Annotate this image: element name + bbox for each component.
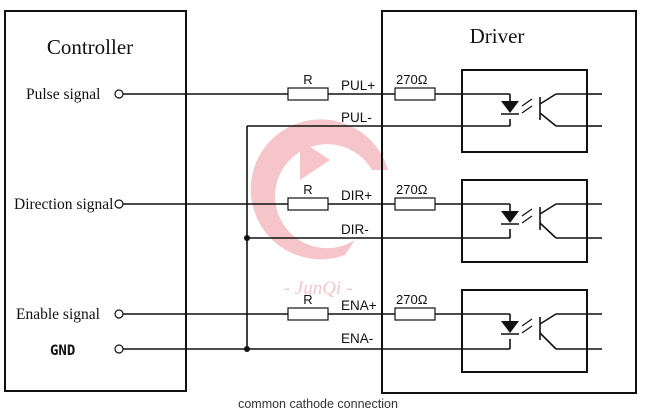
resistor-r-pul (287, 87, 329, 101)
pulse-signal-label: Pulse signal (26, 86, 101, 103)
internal-resistor-ena (394, 307, 436, 321)
internal-resistor-pul-label: 270Ω (396, 72, 428, 87)
diagram-caption: common cathode connection (238, 397, 398, 411)
resistor-r-pul-label: R (303, 72, 312, 87)
direction-signal-label: Direction signal (14, 196, 113, 213)
internal-resistor-ena-label: 270Ω (396, 292, 428, 307)
junction-dot-dir (244, 235, 250, 241)
junqi-watermark: - JunQi - (250, 119, 388, 299)
direction-terminal (114, 199, 124, 209)
gnd-terminal (114, 344, 124, 354)
optocoupler-dir (461, 179, 602, 263)
controller-box (4, 10, 187, 392)
enable-terminal (114, 309, 124, 319)
internal-resistor-dir (394, 197, 436, 211)
resistor-r-dir (287, 197, 329, 211)
optocoupler-ena (461, 289, 602, 373)
internal-resistor-pul (394, 87, 436, 101)
pul-minus-label: PUL- (341, 110, 372, 125)
dir-minus-label: DIR- (341, 222, 369, 237)
pul-plus-label: PUL+ (341, 78, 375, 93)
junction-dot-gnd (244, 346, 250, 352)
watermark-text: - JunQi - (284, 278, 353, 299)
resistor-r-dir-label: R (303, 182, 312, 197)
internal-resistor-dir-label: 270Ω (396, 182, 428, 197)
resistor-r-ena-label: R (303, 292, 312, 307)
controller-title: Controller (47, 35, 133, 59)
optocoupler-pul (461, 69, 602, 153)
enable-signal-label: Enable signal (16, 306, 100, 323)
ena-minus-label: ENA- (341, 331, 373, 346)
ena-plus-label: ENA+ (341, 298, 377, 313)
pulse-terminal (114, 89, 124, 99)
dir-plus-label: DIR+ (341, 188, 372, 203)
driver-title: Driver (470, 24, 525, 48)
gnd-label: GND (50, 343, 75, 359)
resistor-r-ena (287, 307, 329, 321)
driver-box (381, 10, 637, 394)
